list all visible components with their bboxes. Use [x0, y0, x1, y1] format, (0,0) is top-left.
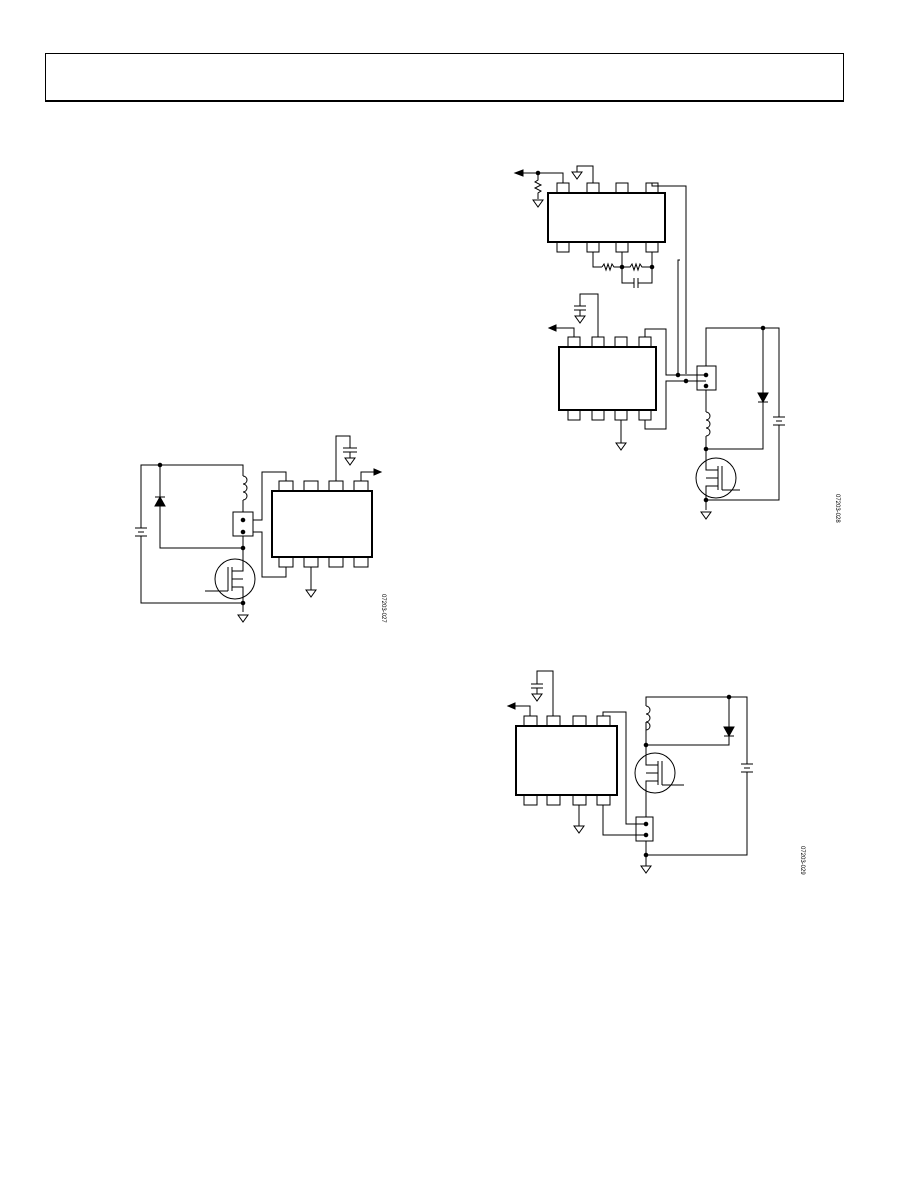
- page-header-box: [45, 53, 844, 102]
- wire: [645, 752, 658, 766]
- node-dot: [703, 383, 709, 389]
- diode-icon: [757, 392, 769, 404]
- wire: [536, 670, 554, 716]
- ic-pin: [614, 336, 628, 348]
- wire: [602, 805, 646, 836]
- ic-pin: [596, 794, 611, 806]
- wire: [253, 471, 287, 521]
- ground-icon: [305, 589, 317, 598]
- sense-resistor: [635, 816, 654, 842]
- ground-icon: [531, 693, 543, 702]
- figure-code: 07203-029: [799, 846, 805, 875]
- mosfet-icon: [214, 558, 256, 600]
- arrow-icon: [506, 702, 516, 710]
- ground-icon: [700, 511, 712, 520]
- wire: [515, 705, 531, 716]
- ic-pin: [328, 556, 344, 568]
- node-dot: [240, 600, 246, 606]
- ground-icon: [640, 865, 652, 874]
- wire: [705, 327, 780, 417]
- ground-icon: [571, 171, 583, 180]
- arrow-icon: [547, 324, 557, 332]
- ic-pin: [572, 794, 587, 806]
- wire: [360, 471, 374, 481]
- node-dot: [240, 529, 246, 535]
- node-dot: [240, 545, 246, 551]
- inductor-icon: [705, 411, 711, 437]
- ground-icon: [615, 442, 627, 451]
- wire: [576, 165, 594, 183]
- wire: [140, 536, 243, 604]
- ic-pin: [546, 715, 561, 727]
- ic-package-upper: [547, 192, 666, 243]
- wire: [579, 293, 599, 337]
- ground-icon: [344, 457, 356, 466]
- wire: [140, 464, 160, 528]
- wire: [677, 259, 680, 375]
- ic-pin: [523, 794, 538, 806]
- ic-pin: [546, 794, 561, 806]
- wire: [651, 183, 687, 374]
- wire: [646, 736, 730, 746]
- wire: [645, 696, 748, 764]
- node-dot: [643, 832, 649, 838]
- arrow-icon: [373, 468, 383, 476]
- ic-pin: [353, 556, 369, 568]
- ic-pin: [572, 715, 587, 727]
- arrow-icon: [513, 169, 524, 177]
- wire: [253, 531, 287, 578]
- node-dot: [643, 852, 649, 858]
- node-dot: [703, 446, 709, 452]
- wire: [638, 267, 653, 284]
- ground-icon: [532, 199, 544, 208]
- wire: [645, 780, 658, 817]
- resistor-icon: [601, 262, 622, 272]
- wire: [160, 464, 244, 466]
- wire: [592, 252, 602, 268]
- ground-icon: [573, 825, 585, 834]
- resistor-icon: [533, 173, 543, 199]
- resistor-icon: [622, 262, 652, 272]
- ic-pin: [596, 715, 611, 727]
- ic-pin: [523, 715, 538, 727]
- ic-pin: [567, 409, 581, 421]
- inductor-icon: [645, 705, 651, 731]
- wire: [706, 402, 764, 450]
- node-dot: [240, 517, 246, 523]
- mosfet-icon: [634, 752, 676, 794]
- ic-package-lower: [558, 346, 657, 411]
- node-dot: [683, 378, 689, 384]
- wire: [644, 328, 678, 376]
- ic-pin: [615, 182, 629, 194]
- wire: [335, 435, 351, 481]
- wire: [646, 772, 748, 856]
- ic-pin: [303, 480, 319, 492]
- wire: [602, 711, 646, 825]
- ic-pin: [556, 241, 570, 253]
- ground-icon: [574, 315, 586, 324]
- node-dot: [643, 821, 649, 827]
- wire: [556, 327, 575, 337]
- ground-icon: [237, 614, 249, 623]
- ic-package: [271, 490, 373, 558]
- wire: [159, 506, 243, 549]
- wire: [706, 425, 780, 501]
- node-dot: [703, 497, 709, 503]
- ic-pin: [591, 409, 605, 421]
- mosfet-icon: [695, 457, 737, 499]
- wire: [621, 267, 634, 284]
- ic-package: [515, 725, 618, 796]
- wire: [232, 560, 244, 572]
- wire: [705, 458, 718, 471]
- wire: [644, 380, 706, 430]
- diode-icon: [723, 726, 735, 738]
- inductor-icon: [242, 475, 248, 501]
- node-dot: [703, 372, 709, 378]
